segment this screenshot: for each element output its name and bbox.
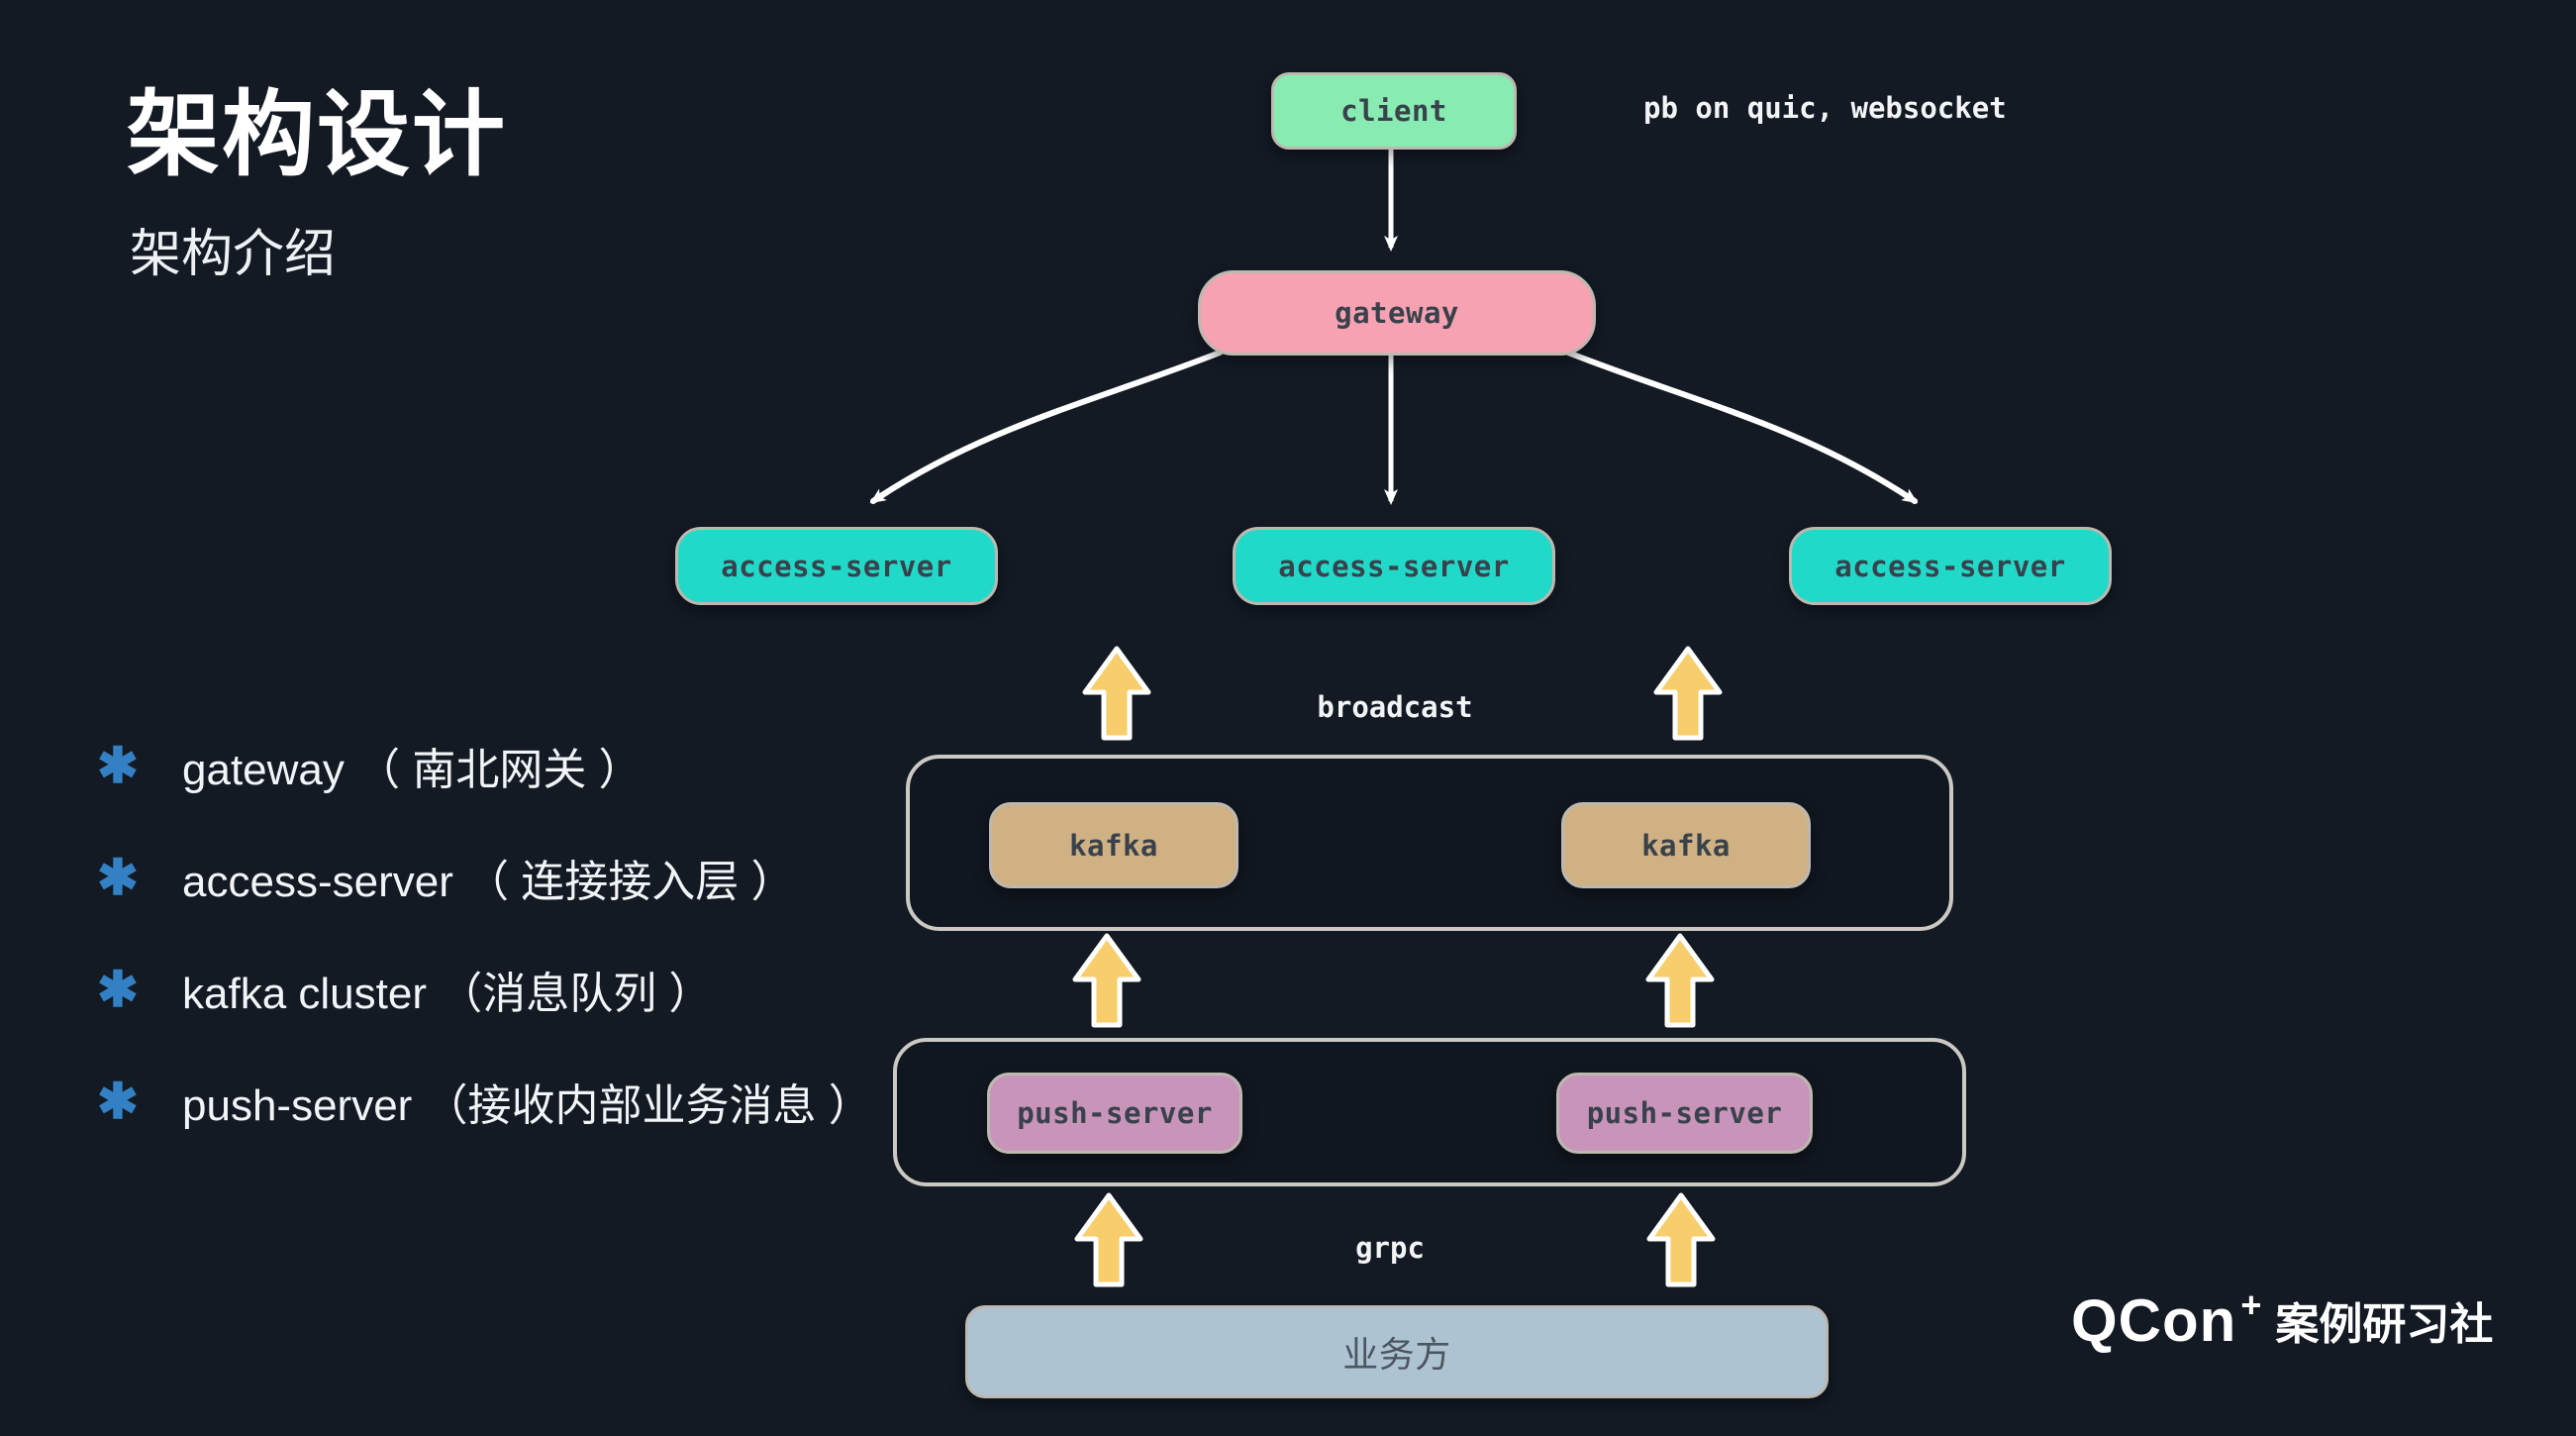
kafka-node-left: kafka: [989, 802, 1238, 888]
arrow-gateway-to-access-right: [1565, 350, 1919, 504]
push-server-node-left: push-server: [987, 1073, 1242, 1154]
legend-item-gateway: gateway （ 南北网关 ）: [182, 746, 643, 794]
arrow-gateway-to-access-left: [869, 350, 1223, 504]
list-item: ✱ gateway （ 南北网关 ）: [97, 735, 948, 796]
qcon-logo-suffix: 案例研习社: [2275, 1300, 2494, 1349]
business-party-node: 业务方: [965, 1305, 1829, 1398]
access-server-node-middle: access-server: [1233, 527, 1555, 605]
up-arrow-business-to-push-right: [1649, 1195, 1713, 1284]
up-arrow-kafka-to-access-right: [1656, 649, 1720, 738]
push-server-node-right: push-server: [1556, 1073, 1813, 1154]
legend-list: ✱ gateway （ 南北网关 ） ✱ access-server （ 连接接…: [97, 735, 948, 1182]
qcon-plus-icon: +: [2240, 1284, 2262, 1325]
asterisk-bullet-icon: ✱: [97, 1074, 139, 1129]
asterisk-bullet-icon: ✱: [97, 738, 139, 793]
page-subtitle: 架构介绍: [130, 226, 337, 283]
access-server-node-right: access-server: [1789, 527, 2112, 605]
broadcast-label: broadcast: [1317, 690, 1473, 724]
up-arrow-business-to-push-left: [1077, 1195, 1140, 1284]
list-item: ✱ push-server （接收内部业务消息 ）: [97, 1071, 948, 1132]
up-arrow-push-to-kafka-right: [1648, 936, 1712, 1025]
grpc-label: grpc: [1355, 1231, 1425, 1265]
list-item: ✱ access-server （ 连接接入层 ）: [97, 847, 948, 908]
legend-item-push-server: push-server （接收内部业务消息 ）: [182, 1081, 872, 1130]
list-item: ✱ kafka cluster （消息队列 ）: [97, 959, 948, 1020]
asterisk-bullet-icon: ✱: [97, 962, 139, 1017]
qcon-logo: QCon + 案例研习社: [2071, 1284, 2494, 1357]
qcon-logo-text: QCon: [2071, 1287, 2237, 1354]
up-arrow-kafka-to-access-left: [1085, 649, 1148, 738]
legend-item-kafka-cluster: kafka cluster （消息队列 ）: [182, 970, 713, 1018]
gateway-node: gateway: [1198, 270, 1596, 356]
client-node: client: [1271, 72, 1517, 150]
up-arrow-push-to-kafka-left: [1075, 936, 1139, 1025]
asterisk-bullet-icon: ✱: [97, 850, 139, 905]
kafka-node-right: kafka: [1561, 802, 1811, 888]
legend-item-access-server: access-server （ 连接接入层 ）: [182, 858, 795, 906]
access-server-node-left: access-server: [675, 527, 998, 605]
protocol-label: pb on quic, websocket: [1643, 91, 2007, 125]
page-title: 架构设计: [127, 82, 508, 186]
